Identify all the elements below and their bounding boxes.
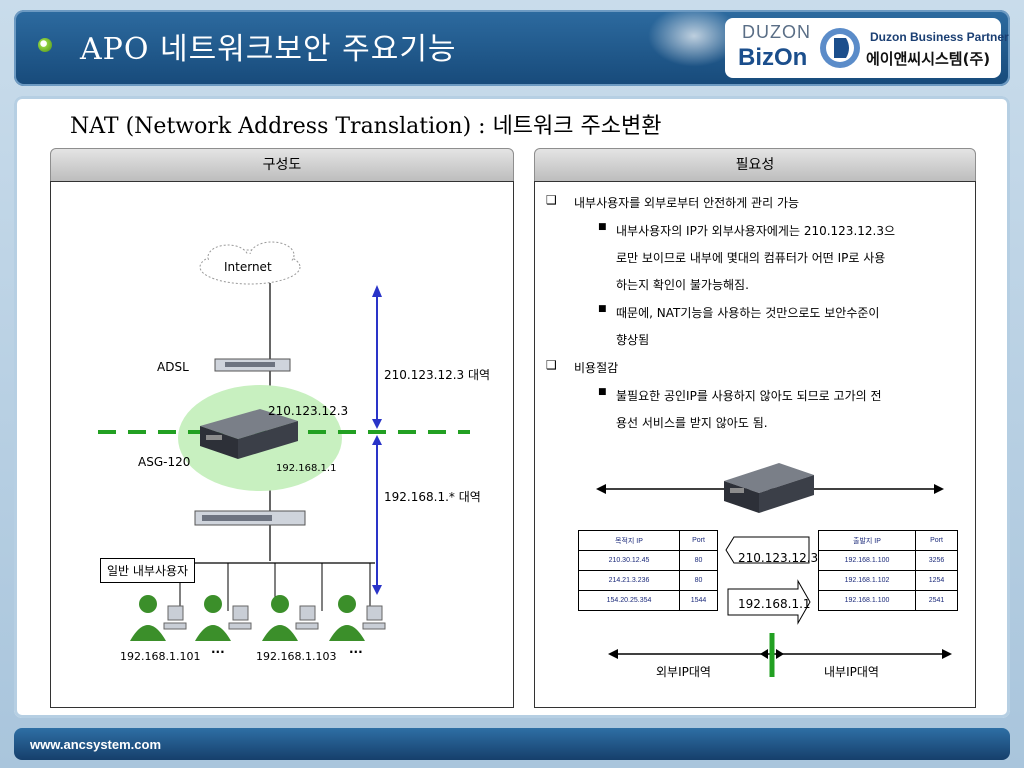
- table-cell: 192.168.1.102: [818, 570, 916, 591]
- logo-partner-text: Duzon Business Partner: [870, 30, 1009, 44]
- table-cell: 192.168.1.100: [818, 590, 916, 611]
- destination-ip-table: 목적지 IP Port 210.30.12.45 80 214.21.3.236…: [578, 530, 718, 611]
- switch-device-icon: [194, 510, 306, 526]
- user-pc-icon-3: [262, 595, 319, 641]
- lan-ip-label: 192.168.1.1: [276, 463, 337, 474]
- user-pc-icon-1: [130, 595, 187, 641]
- external-ip-range-label: 외부IP대역: [656, 665, 711, 679]
- footer-bar: [14, 728, 1010, 760]
- table-cell: 154.20.25.354: [578, 590, 680, 611]
- need-item-1-sub-1-line-3: 하는지 확인이 불가능해짐.: [616, 278, 749, 292]
- table-header-cell: Port: [915, 530, 958, 551]
- need-item-2: 비용절감: [574, 361, 619, 375]
- internal-ip-range-label: 내부IP대역: [824, 665, 879, 679]
- table-row: 154.20.25.354 1544: [578, 590, 718, 611]
- checkbox-icon-2: ❑: [546, 358, 557, 372]
- table-row: 192.168.1.102 1254: [818, 570, 958, 591]
- table-cell: 3256: [915, 550, 958, 571]
- pc1-ip-label: 192.168.1.101: [120, 650, 201, 663]
- table-cell: 80: [679, 550, 718, 571]
- pc-ellipsis-2: ···: [349, 645, 363, 659]
- inbound-ip-label: 192.168.1.1: [738, 597, 811, 611]
- logo-company-text: 에이앤씨시스템(주): [866, 50, 991, 68]
- table-cell: 1254: [915, 570, 958, 591]
- wan-ip-label: 210.123.12.3: [268, 404, 349, 418]
- table-row: 192.168.1.100 3256: [818, 550, 958, 571]
- user-pc-icon-4: [329, 595, 386, 641]
- asg-device-icon: [200, 409, 298, 459]
- source-ip-table: 출발지 IP Port 192.168.1.100 3256 192.168.1…: [818, 530, 958, 611]
- need-item-1-sub-2-line-1: 때문에, NAT기능을 사용하는 것만으로도 보안수준이: [616, 306, 880, 320]
- square-bullet-icon-1: ■: [598, 222, 607, 232]
- need-item-1-sub-2-line-2: 향상됨: [616, 333, 650, 347]
- section-subtitle: NAT (Network Address Translation) : 네트워크…: [70, 114, 662, 139]
- table-cell: 2541: [915, 590, 958, 611]
- logo-bizon-text: BizOn: [738, 44, 808, 71]
- checkbox-icon-1: ❑: [546, 193, 557, 207]
- wan-range-label: 210.123.12.3 대역: [384, 368, 491, 382]
- bizon-logo-icon: [820, 28, 860, 68]
- table-cell: 214.21.3.236: [578, 570, 680, 591]
- need-item-2-sub-1-line-1: 불필요한 공인IP를 사용하지 않아도 되므로 고가의 전: [616, 389, 882, 403]
- square-bullet-icon-2: ■: [598, 304, 607, 314]
- slide-title: APO 네트워크보안 주요기능: [80, 32, 457, 67]
- table-cell: 210.30.12.45: [578, 550, 680, 571]
- internal-user-label: 일반 내부사용자: [100, 558, 196, 583]
- user-pc-icon-2: [195, 595, 252, 641]
- adsl-device-icon: [214, 358, 291, 372]
- table-row: 214.21.3.236 80: [578, 570, 718, 591]
- footer-url: www.ancsystem.com: [30, 737, 162, 752]
- need-item-1-sub-1-line-1: 내부사용자의 IP가 외부사용자에게는 210.123.12.3으: [616, 224, 896, 238]
- table-row: 192.168.1.100 2541: [818, 590, 958, 611]
- nat-diagram: [596, 463, 952, 677]
- table-header-cell: 목적지 IP: [578, 530, 680, 551]
- internet-cloud-icon: [199, 241, 301, 285]
- need-item-2-sub-1-line-2: 용선 서비스를 받지 않아도 됨.: [616, 416, 768, 430]
- pc2-ip-label: 192.168.1.103: [256, 650, 337, 663]
- table-header-row: 목적지 IP Port: [578, 530, 718, 551]
- title-bullet-icon: [38, 38, 52, 52]
- outbound-ip-label: 210.123.12.3: [738, 551, 819, 565]
- right-panel-title: 필요성: [534, 148, 976, 182]
- nat-device-icon: [724, 463, 814, 513]
- asg-label: ASG-120: [138, 455, 191, 469]
- need-item-1-sub-1-line-2: 로만 보이므로 내부에 몇대의 컴퓨터가 어떤 IP로 사용: [616, 251, 886, 265]
- left-panel-title: 구성도: [50, 148, 514, 182]
- lan-range-label: 192.168.1.* 대역: [384, 490, 481, 504]
- table-cell: 192.168.1.100: [818, 550, 916, 571]
- table-header-cell: Port: [679, 530, 718, 551]
- internet-label: Internet: [224, 260, 272, 274]
- network-diagram: [98, 241, 470, 641]
- need-item-1: 내부사용자를 외부로부터 안전하게 관리 가능: [574, 196, 800, 210]
- table-header-row: 출발지 IP Port: [818, 530, 958, 551]
- outbound-ip-callout: [725, 536, 810, 564]
- pc-ellipsis-1: ···: [211, 645, 225, 659]
- adsl-label: ADSL: [157, 360, 189, 374]
- logo-duzon-text: DUZON: [742, 22, 811, 42]
- table-row: 210.30.12.45 80: [578, 550, 718, 571]
- table-cell: 1544: [679, 590, 718, 611]
- table-cell: 80: [679, 570, 718, 591]
- table-header-cell: 출발지 IP: [818, 530, 916, 551]
- header-globe-decoration: [640, 12, 730, 72]
- inbound-ip-callout: [727, 579, 811, 625]
- right-panel-box: [534, 181, 976, 708]
- partner-logo-box: [725, 18, 1001, 78]
- square-bullet-icon-3: ■: [598, 387, 607, 397]
